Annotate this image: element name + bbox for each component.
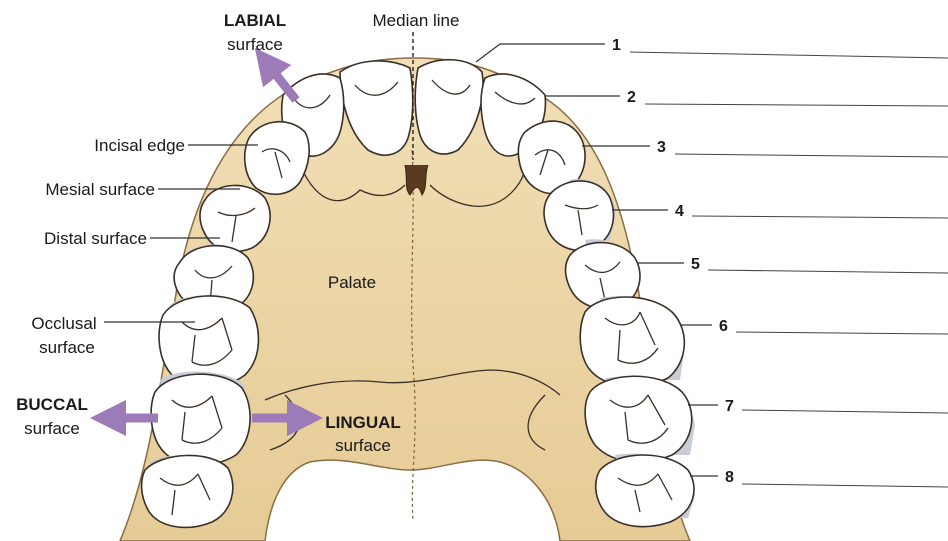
number-3: 3 <box>657 139 666 156</box>
labial-label-bold: LABIAL <box>224 11 286 30</box>
answer-line-6 <box>736 332 948 334</box>
labial-arrow <box>266 62 296 100</box>
buccal-label-bold: BUCCAL <box>16 395 88 414</box>
answer-line-7 <box>742 410 948 413</box>
answer-line-8 <box>742 484 948 487</box>
number-7: 7 <box>725 398 734 415</box>
number-1: 1 <box>612 37 621 54</box>
occlusal-label-line2: surface <box>39 338 95 357</box>
labial-label-sub: surface <box>227 35 283 54</box>
answer-line-2 <box>645 104 948 106</box>
median-line-label: Median line <box>373 11 460 30</box>
answer-line-1 <box>630 52 948 58</box>
leader-1-diag <box>476 44 500 62</box>
answer-line-4 <box>692 216 948 218</box>
number-8: 8 <box>725 469 734 486</box>
number-6: 6 <box>719 318 728 335</box>
distal-surface-label: Distal surface <box>44 229 147 248</box>
mesial-surface-label: Mesial surface <box>45 180 155 199</box>
answer-line-3 <box>675 154 948 157</box>
answer-line-5 <box>708 270 948 273</box>
number-5: 5 <box>691 256 700 273</box>
palate-label: Palate <box>328 273 376 292</box>
number-2: 2 <box>627 89 636 106</box>
incisal-edge-label: Incisal edge <box>94 136 185 155</box>
lingual-label-sub: surface <box>335 436 391 455</box>
buccal-label-sub: surface <box>24 419 80 438</box>
occlusal-label-line1: Occlusal <box>31 314 96 333</box>
number-4: 4 <box>675 203 684 220</box>
lingual-label-bold: LINGUAL <box>325 413 401 432</box>
